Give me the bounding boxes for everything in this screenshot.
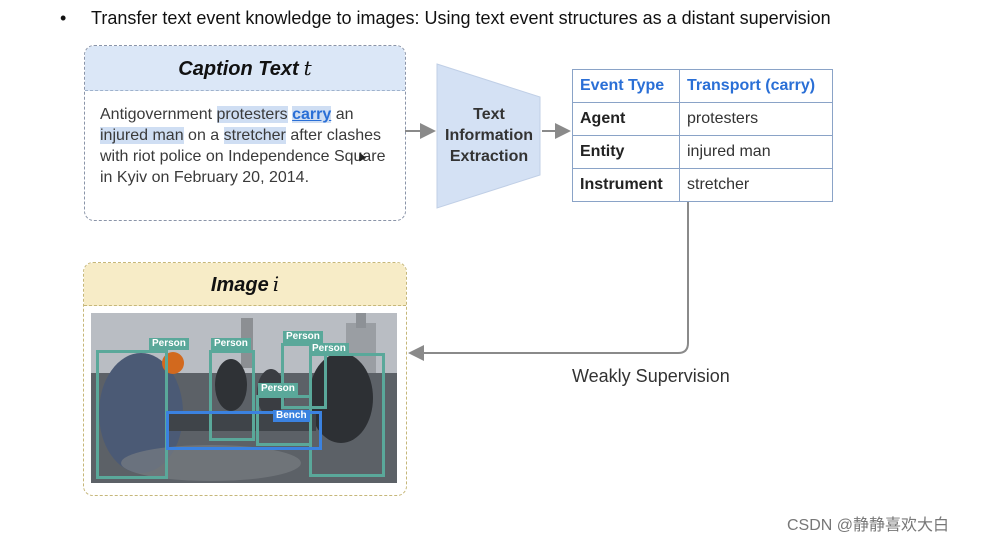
- detection-label-bench: Bench: [273, 410, 310, 422]
- role-agent-key: Agent: [572, 102, 680, 136]
- caption-seg-4: on a: [183, 127, 224, 144]
- caption-trigger-link[interactable]: carry: [292, 106, 332, 123]
- extraction-label: Text Information Extraction: [438, 104, 540, 167]
- image-title: Image: [210, 274, 269, 296]
- role-instrument-value: stretcher: [679, 168, 833, 202]
- bullet-dot: •: [60, 8, 67, 28]
- bullet-text: Transfer text event knowledge to images:…: [91, 8, 831, 28]
- role-agent-value: protesters: [679, 102, 833, 136]
- event-table-row: Instrument stretcher: [572, 168, 833, 202]
- image-variable: i: [272, 272, 280, 296]
- detection-label-person: Person: [258, 383, 298, 395]
- extraction-label-line1: Text: [473, 106, 505, 123]
- protest-photo: Person Person Person Person Person Bench: [91, 313, 397, 483]
- detection-box-bench: [166, 411, 322, 450]
- detection-label-person: Person: [211, 338, 251, 350]
- weak-supervision-label: Weakly Supervision: [572, 366, 730, 386]
- event-table-row: Agent protesters: [572, 102, 833, 136]
- detection-box-person: [256, 395, 312, 446]
- extraction-label-line3: Extraction: [449, 148, 529, 165]
- event-table-row: Entity injured man: [572, 135, 833, 169]
- watermark: CSDN @静静喜欢大白: [787, 517, 950, 534]
- caption-instrument-highlight: stretcher: [223, 127, 286, 144]
- caption-agent-highlight: protesters: [216, 106, 288, 123]
- event-table: Event Type Transport (carry) Agent prote…: [572, 69, 833, 202]
- detection-label-person: Person: [283, 331, 323, 343]
- extraction-module-shape: [436, 63, 541, 209]
- extraction-label-line2: Information: [445, 127, 533, 144]
- caption-seg-5: after clashes with riot police on Indepe…: [100, 127, 386, 186]
- caption-body: Antigovernment protesters carry an injur…: [100, 104, 396, 188]
- caption-entity-highlight: injured man: [100, 127, 184, 144]
- event-table-header-row: Event Type Transport (carry): [572, 69, 833, 103]
- role-instrument-key: Instrument: [572, 168, 680, 202]
- detection-label-person: Person: [309, 343, 349, 355]
- event-type-value: Transport (carry): [679, 69, 833, 103]
- detection-label-person: Person: [149, 338, 189, 350]
- caption-seg-3: an: [331, 106, 354, 123]
- caption-seg-1: Antigovernment: [100, 106, 217, 123]
- role-entity-value: injured man: [679, 135, 833, 169]
- detection-box-person: [281, 343, 327, 409]
- event-type-header: Event Type: [572, 69, 680, 103]
- arrow-table-to-image: [408, 202, 689, 361]
- detection-box-person: [209, 350, 255, 441]
- caption-variable: t: [303, 56, 312, 80]
- caption-title: Caption Text: [178, 58, 299, 80]
